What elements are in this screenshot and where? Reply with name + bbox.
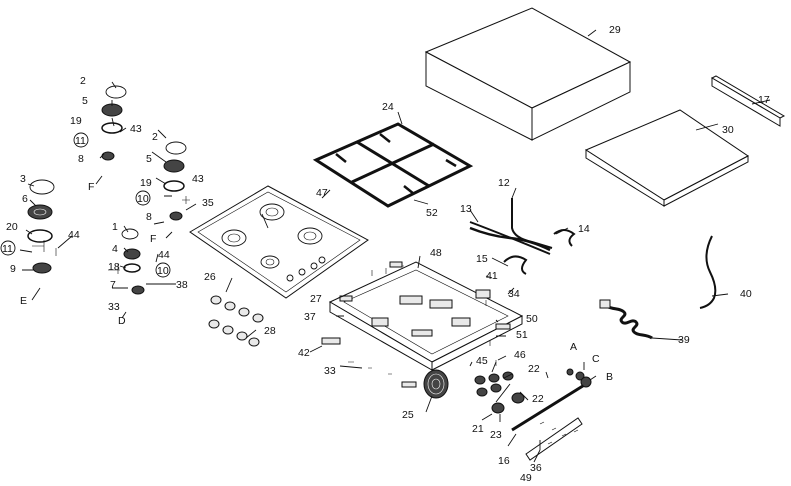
callout-36: 36 bbox=[530, 462, 542, 474]
callout-1: 1 bbox=[112, 221, 118, 233]
part-burner-left bbox=[27, 179, 57, 274]
callout-labels: 29 17 30 24 47 52 12 13 14 15 40 39 48 4… bbox=[0, 24, 770, 484]
callout-49: 49 bbox=[520, 472, 532, 482]
callout-10a: 10 bbox=[137, 193, 149, 205]
callout-43a: 43 bbox=[130, 123, 142, 135]
part-spiral bbox=[423, 369, 449, 399]
callout-42: 42 bbox=[298, 347, 310, 359]
callout-C: C bbox=[592, 353, 600, 365]
callout-2b: 2 bbox=[152, 131, 158, 143]
callout-11a-ring bbox=[73, 132, 89, 148]
callout-33b: 33 bbox=[324, 365, 336, 377]
callout-23: 23 bbox=[490, 429, 502, 441]
part-cable bbox=[699, 235, 717, 309]
part-strip bbox=[710, 75, 786, 127]
callout-6: 6 bbox=[22, 193, 28, 205]
callout-E: E bbox=[20, 295, 27, 307]
part-hob-plate bbox=[189, 185, 369, 299]
callout-13: 13 bbox=[460, 203, 472, 215]
callout-7: 7 bbox=[110, 279, 116, 291]
part-gas-pipes bbox=[469, 198, 576, 275]
part-burner-upper bbox=[101, 85, 187, 295]
callout-4: 4 bbox=[112, 243, 118, 255]
callout-27: 27 bbox=[310, 293, 322, 305]
callout-18: 18 bbox=[108, 261, 120, 273]
part-lid bbox=[584, 109, 749, 207]
callout-26: 26 bbox=[204, 271, 216, 283]
callout-11b-ring bbox=[0, 240, 16, 256]
callout-35: 35 bbox=[202, 197, 214, 209]
callout-48: 48 bbox=[430, 247, 442, 259]
callout-10a-ring bbox=[135, 190, 151, 206]
leader-lines bbox=[19, 29, 771, 463]
callout-2a: 2 bbox=[80, 75, 86, 87]
callout-8b: 8 bbox=[146, 211, 152, 223]
callout-3: 3 bbox=[20, 173, 26, 185]
callout-39: 39 bbox=[678, 334, 690, 346]
callout-44a: 44 bbox=[68, 229, 80, 241]
callout-30: 30 bbox=[722, 124, 734, 136]
callout-10b-ring bbox=[155, 262, 171, 278]
callout-40: 40 bbox=[740, 288, 752, 300]
callout-12: 12 bbox=[498, 177, 510, 189]
callout-22a: 22 bbox=[528, 363, 540, 375]
callout-D: D bbox=[118, 315, 126, 327]
callout-34: 34 bbox=[508, 288, 520, 300]
callout-43b: 43 bbox=[192, 173, 204, 185]
callout-11b: 11 bbox=[2, 243, 13, 255]
callout-28: 28 bbox=[264, 325, 276, 337]
callout-10b: 10 bbox=[157, 265, 169, 277]
callout-41: 41 bbox=[486, 270, 498, 282]
callout-5b: 5 bbox=[146, 153, 152, 165]
part-box bbox=[424, 7, 632, 141]
callout-14: 14 bbox=[578, 223, 590, 235]
callout-17: 17 bbox=[758, 94, 770, 106]
callout-8a: 8 bbox=[78, 153, 84, 165]
callout-51: 51 bbox=[516, 329, 528, 341]
callout-46: 46 bbox=[514, 349, 526, 361]
callout-52: 52 bbox=[426, 207, 438, 219]
part-knobs bbox=[208, 295, 525, 414]
callout-33a: 33 bbox=[108, 301, 120, 313]
callout-Fb: F bbox=[150, 233, 156, 245]
callout-47: 47 bbox=[316, 187, 328, 199]
callout-50: 50 bbox=[526, 313, 538, 325]
callout-19b: 19 bbox=[140, 177, 152, 189]
callout-16: 16 bbox=[498, 455, 510, 467]
callout-45: 45 bbox=[476, 355, 488, 367]
callout-5a: 5 bbox=[82, 95, 88, 107]
callout-22b: 22 bbox=[532, 393, 544, 405]
callout-15: 15 bbox=[476, 253, 488, 265]
callout-37: 37 bbox=[304, 311, 316, 323]
callout-38: 38 bbox=[176, 279, 188, 291]
part-rod-bracket bbox=[511, 368, 592, 461]
callout-9: 9 bbox=[10, 263, 16, 275]
callout-25: 25 bbox=[402, 409, 414, 421]
callout-29: 29 bbox=[609, 24, 621, 36]
part-coil-cord bbox=[599, 299, 653, 340]
callout-20: 20 bbox=[6, 221, 18, 233]
callout-B: B bbox=[606, 371, 613, 383]
callout-44b: 44 bbox=[158, 249, 170, 261]
callout-19a: 19 bbox=[70, 115, 82, 127]
callout-21: 21 bbox=[472, 423, 484, 435]
callout-24: 24 bbox=[382, 101, 394, 113]
callout-A: A bbox=[570, 341, 577, 353]
part-screws bbox=[32, 196, 579, 445]
callout-11a: 11 bbox=[75, 135, 86, 147]
part-pan-support bbox=[312, 122, 474, 208]
callout-Fa: F bbox=[88, 181, 94, 193]
